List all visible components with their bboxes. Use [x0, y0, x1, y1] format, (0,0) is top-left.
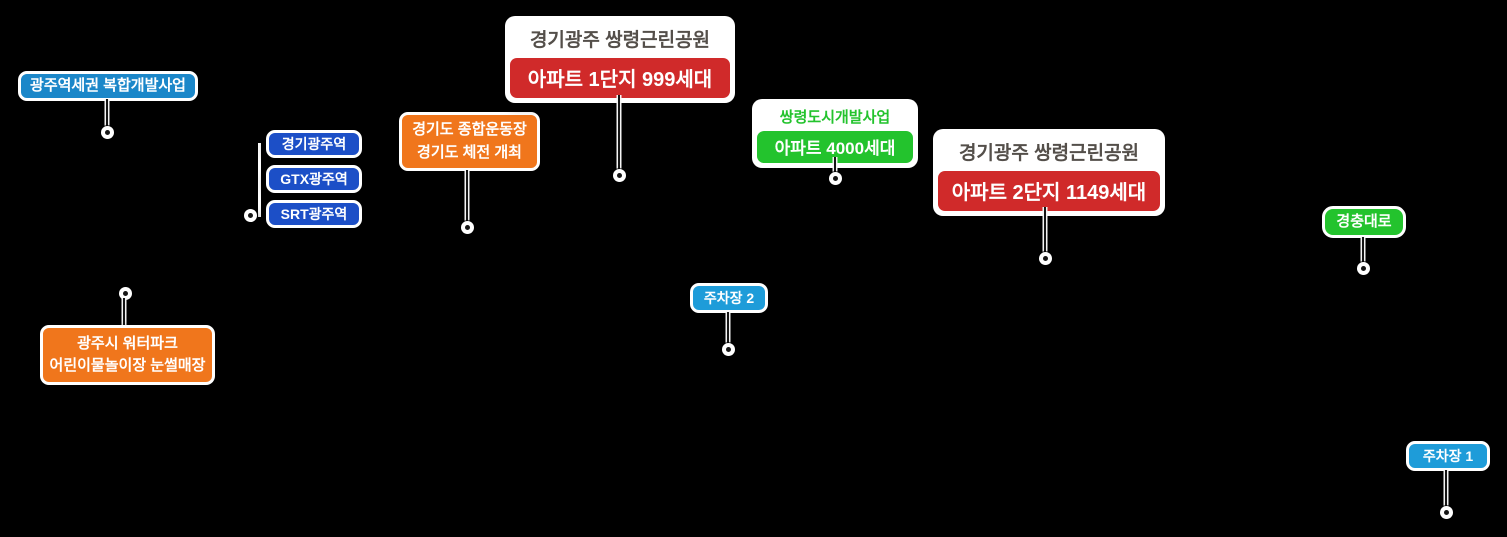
- connector-line: [1362, 237, 1364, 264]
- label-gyeonggi-gwangju-station[interactable]: 경기광주역: [266, 130, 362, 158]
- park-complex-2-value: 아파트 2단지 1149세대: [938, 171, 1160, 211]
- connector-line: [1044, 207, 1046, 254]
- label-parking-2[interactable]: 주차장 2: [690, 283, 768, 313]
- label-gtx-gwangju-station[interactable]: GTX광주역: [266, 165, 362, 193]
- map-point-waterpark[interactable]: [119, 287, 132, 300]
- connector-line: [123, 298, 125, 326]
- park-complex-2-title: 경기광주 쌍령근린공원: [958, 143, 1140, 164]
- label-gyeongchung-daero[interactable]: 경충대로: [1322, 206, 1406, 238]
- callout-park-complex-2[interactable]: 경기광주 쌍령근린공원 아파트 2단지 1149세대: [933, 129, 1165, 216]
- map-point-parking-1[interactable]: [1440, 506, 1453, 519]
- connector-line: [727, 312, 729, 345]
- map-point-park-complex-2[interactable]: [1039, 252, 1052, 265]
- connector-line: [1445, 470, 1447, 507]
- label-parking-1[interactable]: 주차장 1: [1406, 441, 1490, 471]
- connector-line: [834, 157, 836, 174]
- waterpark-line2: 어린이물놀이장 눈썰매장: [49, 357, 206, 374]
- ssangnyeong-dev-title: 쌍령도시개발사업: [779, 109, 891, 126]
- map-point-parking-2[interactable]: [722, 343, 735, 356]
- label-srt-gwangju-station[interactable]: SRT광주역: [266, 200, 362, 228]
- callout-park-complex-1[interactable]: 경기광주 쌍령근린공원 아파트 1단지 999세대: [505, 16, 735, 103]
- waterpark-line1: 광주시 워터파크: [77, 334, 178, 352]
- park-complex-1-value: 아파트 1단지 999세대: [510, 58, 730, 98]
- label-sports-complex[interactable]: 경기도 종합운동장 경기도 체전 개최: [399, 112, 540, 171]
- park-complex-1-title: 경기광주 쌍령근린공원: [529, 30, 711, 51]
- label-waterpark[interactable]: 광주시 워터파크 어린이물놀이장 눈썰매장: [40, 325, 215, 385]
- map-point-gwangju-station-area[interactable]: [101, 126, 114, 139]
- connector-line: [466, 170, 468, 223]
- map-point-park-complex-1[interactable]: [613, 169, 626, 182]
- label-gwangju-station-area[interactable]: 광주역세권 복합개발사업: [18, 71, 198, 101]
- map-point-ssangnyeong-dev[interactable]: [829, 172, 842, 185]
- connector-line: [618, 95, 620, 171]
- connector-bracket-stations: [258, 143, 261, 217]
- map-point-sports-complex[interactable]: [461, 221, 474, 234]
- map-point-gyeongchung-daero[interactable]: [1357, 262, 1370, 275]
- sports-complex-line2: 경기도 체전 개최: [417, 143, 522, 161]
- sports-complex-line1: 경기도 종합운동장: [412, 121, 527, 138]
- connector-line: [106, 99, 108, 128]
- callout-ssangnyeong-dev[interactable]: 쌍령도시개발사업 아파트 4000세대: [752, 99, 918, 168]
- map-point-stations[interactable]: [244, 209, 257, 222]
